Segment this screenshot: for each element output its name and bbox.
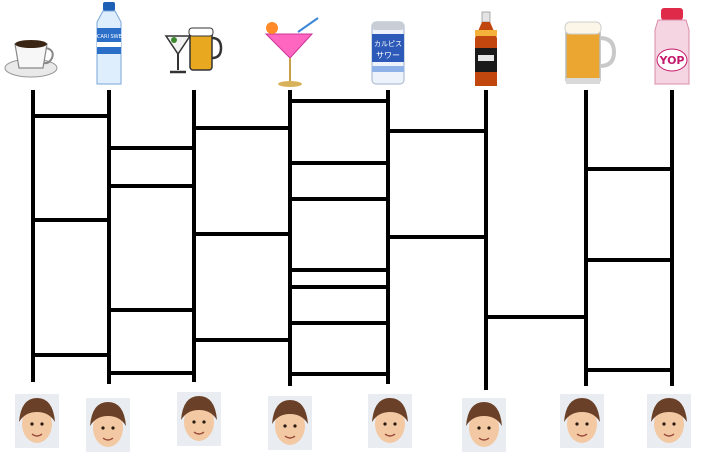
- coffee-cup-icon: [4, 40, 58, 78]
- energy-drink-bottle-icon: [475, 11, 497, 86]
- water-bottle-icon: POCARI SWEAT: [90, 2, 129, 85]
- ladder-lines: [31, 90, 674, 390]
- yop-yogurt-bottle-icon: YOP: [654, 8, 690, 85]
- svg-text:POCARI SWEAT: POCARI SWEAT: [90, 34, 129, 40]
- svg-text:カルピス: カルピス: [374, 40, 402, 48]
- face-photo-icon: [15, 394, 59, 448]
- pink-cocktail-icon: [264, 17, 319, 87]
- face-photo-icon: [86, 398, 130, 452]
- beer-mug-icon: [564, 21, 617, 84]
- svg-text:サワー: サワー: [376, 51, 400, 60]
- face-photo-icon: [177, 392, 221, 446]
- cocktail-and-beer-icon: [164, 27, 223, 74]
- face-photo-icon: [268, 396, 312, 450]
- face-photo-icon: [560, 394, 604, 448]
- face-photo-icon: [368, 394, 412, 448]
- face-photo-icon: [647, 394, 691, 448]
- faces-row: [15, 392, 691, 452]
- svg-text:YOP: YOP: [659, 54, 685, 67]
- face-photo-icon: [462, 398, 506, 452]
